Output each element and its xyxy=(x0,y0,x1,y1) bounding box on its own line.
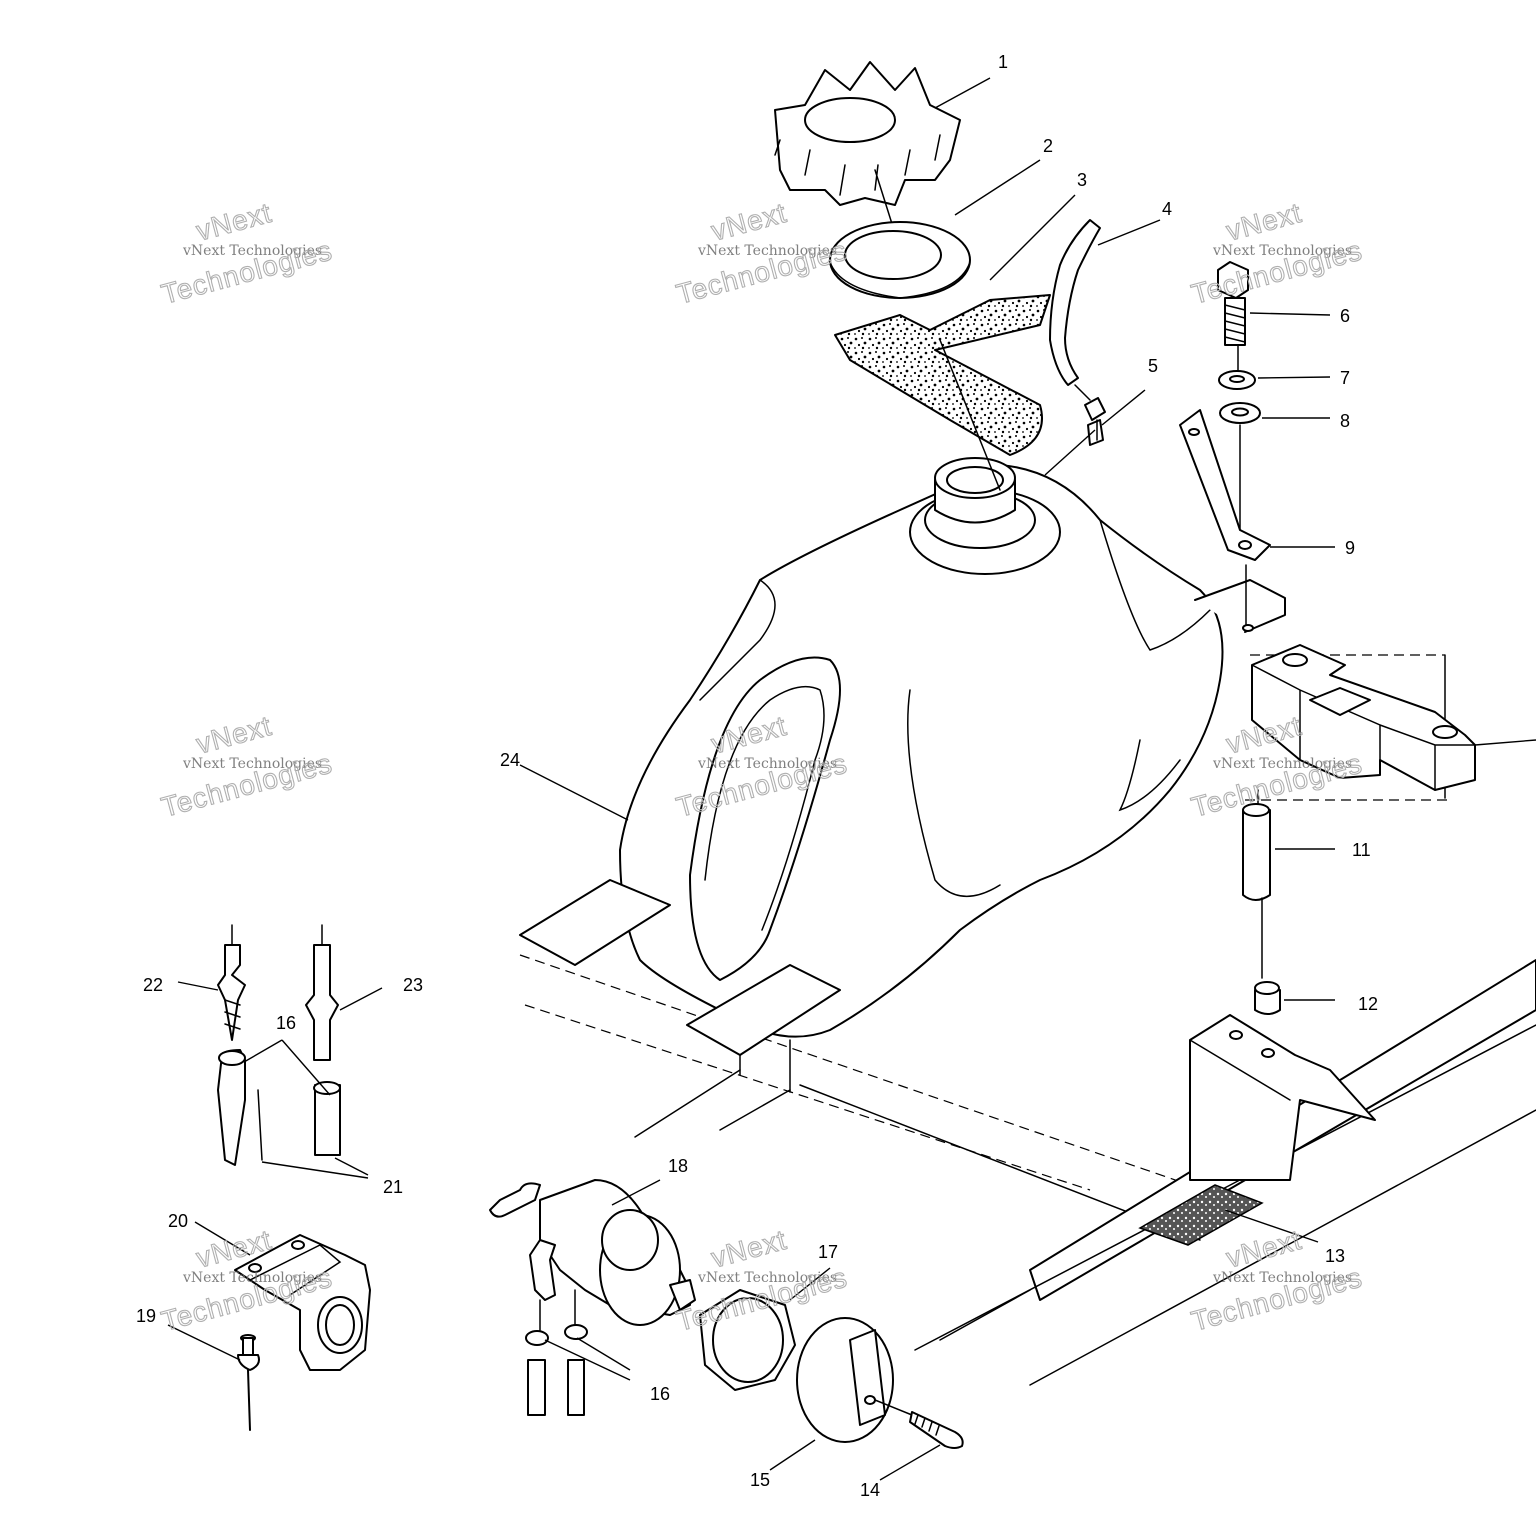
callout-21: 21 xyxy=(383,1177,403,1197)
leader-lines xyxy=(167,77,1335,1481)
callout-1: 1 xyxy=(998,52,1008,72)
callout-11: 11 xyxy=(1352,840,1371,860)
watermark-company: vNext Technologies xyxy=(697,1270,837,1286)
watermark-company: vNext Technologies xyxy=(182,756,322,772)
mounting-hardware xyxy=(1179,261,1271,626)
watermark-brand: vNext xyxy=(1223,1224,1305,1274)
callout-14: 14 xyxy=(860,1480,880,1500)
watermark-top-left: vNext vNext Technologies Technologies xyxy=(158,196,337,310)
watermark-company: vNext Technologies xyxy=(182,243,322,259)
cap-gasket xyxy=(829,221,971,299)
watermark-company: vNext Technologies xyxy=(1212,243,1352,259)
decal-13 xyxy=(1138,1184,1264,1246)
callout-2: 2 xyxy=(1043,136,1053,156)
fuel-valve-assembly xyxy=(699,1289,964,1449)
watermark-brand: vNext xyxy=(193,710,275,760)
watermark-company: vNext Technologies xyxy=(1212,1270,1352,1286)
vent-fitting xyxy=(1084,397,1106,446)
callout-5: 5 xyxy=(1148,356,1158,376)
callout-23: 23 xyxy=(403,975,423,995)
fuel-tank xyxy=(519,457,1286,1056)
vent-hose xyxy=(1049,219,1101,401)
callout-18: 18 xyxy=(668,1156,688,1176)
watermark-brand: vNext xyxy=(193,197,275,247)
watermark-mid-left: vNext vNext Technologies Technologies xyxy=(158,709,337,823)
callout-15: 15 xyxy=(750,1470,770,1490)
callout-8: 8 xyxy=(1340,411,1350,431)
watermark-company: vNext Technologies xyxy=(697,243,837,259)
watermark-brand: vNext xyxy=(1223,197,1305,247)
callout-22: 22 xyxy=(143,975,163,995)
callout-13: 13 xyxy=(1325,1246,1345,1266)
callout-16-upper: 16 xyxy=(276,1013,296,1033)
watermark-top-center: vNext vNext Technologies Technologies xyxy=(673,196,852,310)
callout-19: 19 xyxy=(136,1306,156,1326)
frame-rail xyxy=(914,959,1536,1386)
foam-pad xyxy=(834,294,1051,491)
callout-17: 17 xyxy=(818,1242,838,1262)
watermark-brand: vNext xyxy=(708,1224,790,1274)
watermark-top-right: vNext vNext Technologies Technologies xyxy=(1188,196,1367,310)
mount-block xyxy=(1251,644,1536,791)
watermark-company: vNext Technologies xyxy=(1212,756,1352,772)
callout-24: 24 xyxy=(500,750,520,770)
spacer-bushing xyxy=(1242,789,1281,1015)
callout-7: 7 xyxy=(1340,368,1350,388)
fuel-filter xyxy=(489,1179,696,1416)
callout-6: 6 xyxy=(1340,306,1350,326)
clamp-bracket xyxy=(234,1234,371,1431)
watermark-company: vNext Technologies xyxy=(697,756,837,772)
watermark-company: vNext Technologies xyxy=(182,1270,322,1286)
callout-3: 3 xyxy=(1077,170,1087,190)
hose-fittings-left xyxy=(217,924,341,1166)
callout-labels: 1 2 3 4 5 6 7 8 9 11 12 13 14 15 16 16 1… xyxy=(136,52,1378,1500)
callout-9: 9 xyxy=(1345,538,1355,558)
callout-16-lower: 16 xyxy=(650,1384,670,1404)
fuel-cap xyxy=(774,61,961,266)
callout-12: 12 xyxy=(1358,994,1378,1014)
callout-20: 20 xyxy=(168,1211,188,1231)
watermark-brand: vNext xyxy=(708,197,790,247)
callout-4: 4 xyxy=(1162,199,1172,219)
